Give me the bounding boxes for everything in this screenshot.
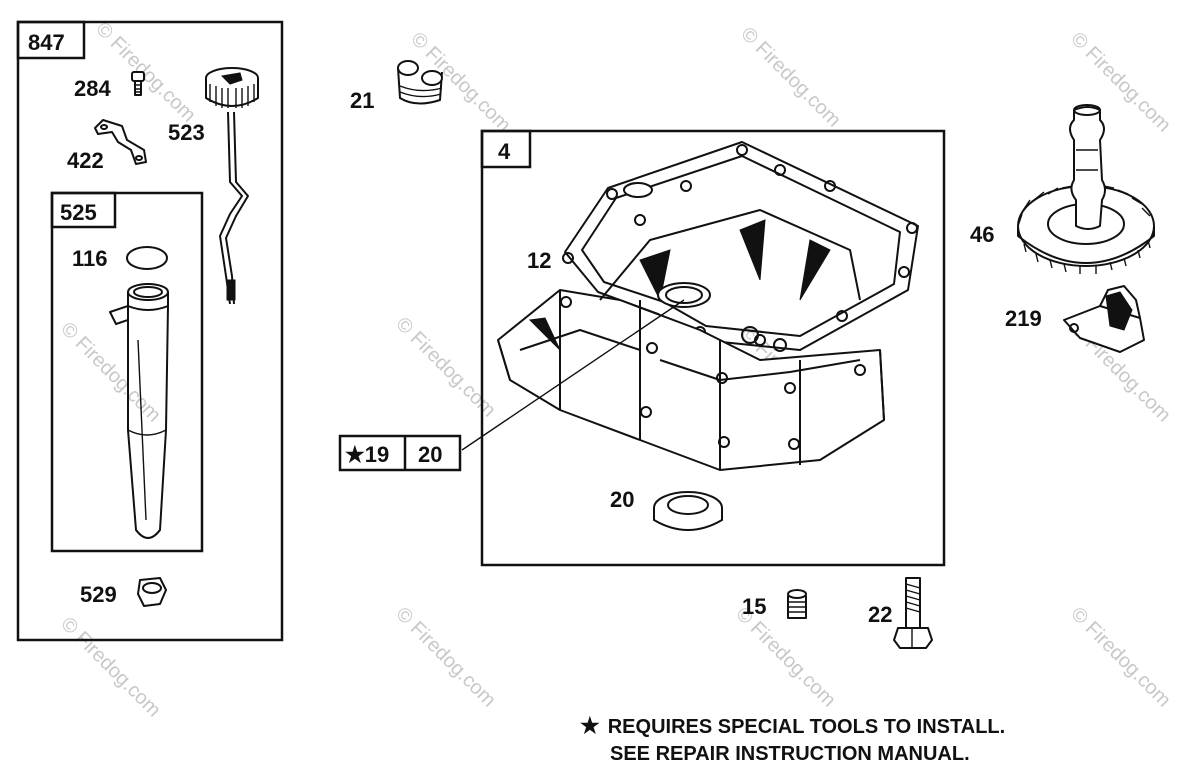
note-line-2: SEE REPAIR INSTRUCTION MANUAL. bbox=[610, 743, 970, 765]
fill-tube-525 bbox=[109, 283, 169, 539]
part-label-422: 422 bbox=[67, 148, 104, 173]
group-847-label: 847 bbox=[28, 30, 65, 55]
watermark: © Firedog.com bbox=[736, 23, 845, 132]
callout-20: 20 bbox=[418, 442, 442, 467]
callout-star-19: ★19 bbox=[345, 442, 389, 467]
plug-529 bbox=[137, 577, 167, 607]
special-tools-note: ★ REQUIRES SPECIAL TOOLS TO INSTALL. SEE … bbox=[580, 712, 1005, 768]
part-label-116: 116 bbox=[72, 246, 108, 271]
group-4: 4 bbox=[480, 129, 946, 567]
dipstick-523 bbox=[205, 67, 259, 305]
part-label-529: 529 bbox=[80, 582, 117, 607]
part-label-12: 12 bbox=[527, 248, 551, 273]
group-525-label: 525 bbox=[60, 200, 97, 225]
group-4-tag bbox=[480, 129, 532, 169]
oring-116 bbox=[126, 246, 168, 270]
group-847-tag bbox=[16, 20, 86, 60]
watermark: © Firedog.com bbox=[56, 613, 165, 722]
watermark: © Firedog.com bbox=[56, 318, 165, 427]
seal-20 bbox=[653, 491, 723, 531]
part-label-21: 21 bbox=[350, 88, 374, 113]
bolt-22 bbox=[893, 577, 933, 649]
watermark: © Firedog.com bbox=[391, 603, 500, 712]
group-4-frame bbox=[480, 129, 946, 567]
compression-release-219 bbox=[1063, 285, 1145, 353]
part-label-20: 20 bbox=[610, 487, 634, 512]
part-label-22: 22 bbox=[868, 602, 892, 627]
note-line-1: REQUIRES SPECIAL TOOLS TO INSTALL. bbox=[607, 716, 1006, 738]
group-847-frame bbox=[16, 20, 284, 642]
bracket-422 bbox=[94, 119, 147, 165]
group-525-frame bbox=[50, 191, 204, 553]
sump bbox=[497, 182, 885, 471]
part-label-15: 15 bbox=[742, 594, 766, 619]
group-4-label: 4 bbox=[498, 139, 511, 164]
watermark: © Firedog.com bbox=[391, 313, 500, 422]
callout-19-20: ★19 20 bbox=[338, 434, 462, 472]
plug-15 bbox=[787, 589, 807, 619]
camshaft-gear-46 bbox=[1017, 104, 1155, 274]
watermark: © Firedog.com bbox=[1066, 603, 1175, 712]
group-525-tag bbox=[50, 191, 117, 229]
watermark: © Firedog.com bbox=[731, 603, 840, 712]
star-icon: ★ bbox=[580, 713, 600, 738]
part-label-284: 284 bbox=[74, 76, 111, 101]
screw-284 bbox=[131, 71, 145, 96]
part-label-46: 46 bbox=[970, 222, 994, 247]
part-label-219: 219 bbox=[1005, 306, 1042, 331]
group-847: 847 525 bbox=[16, 20, 284, 642]
leader-line bbox=[461, 299, 685, 451]
fitting-21 bbox=[397, 60, 443, 105]
part-label-523: 523 bbox=[168, 120, 205, 145]
watermark: © Firedog.com bbox=[91, 18, 200, 127]
callout-frame bbox=[338, 434, 462, 472]
